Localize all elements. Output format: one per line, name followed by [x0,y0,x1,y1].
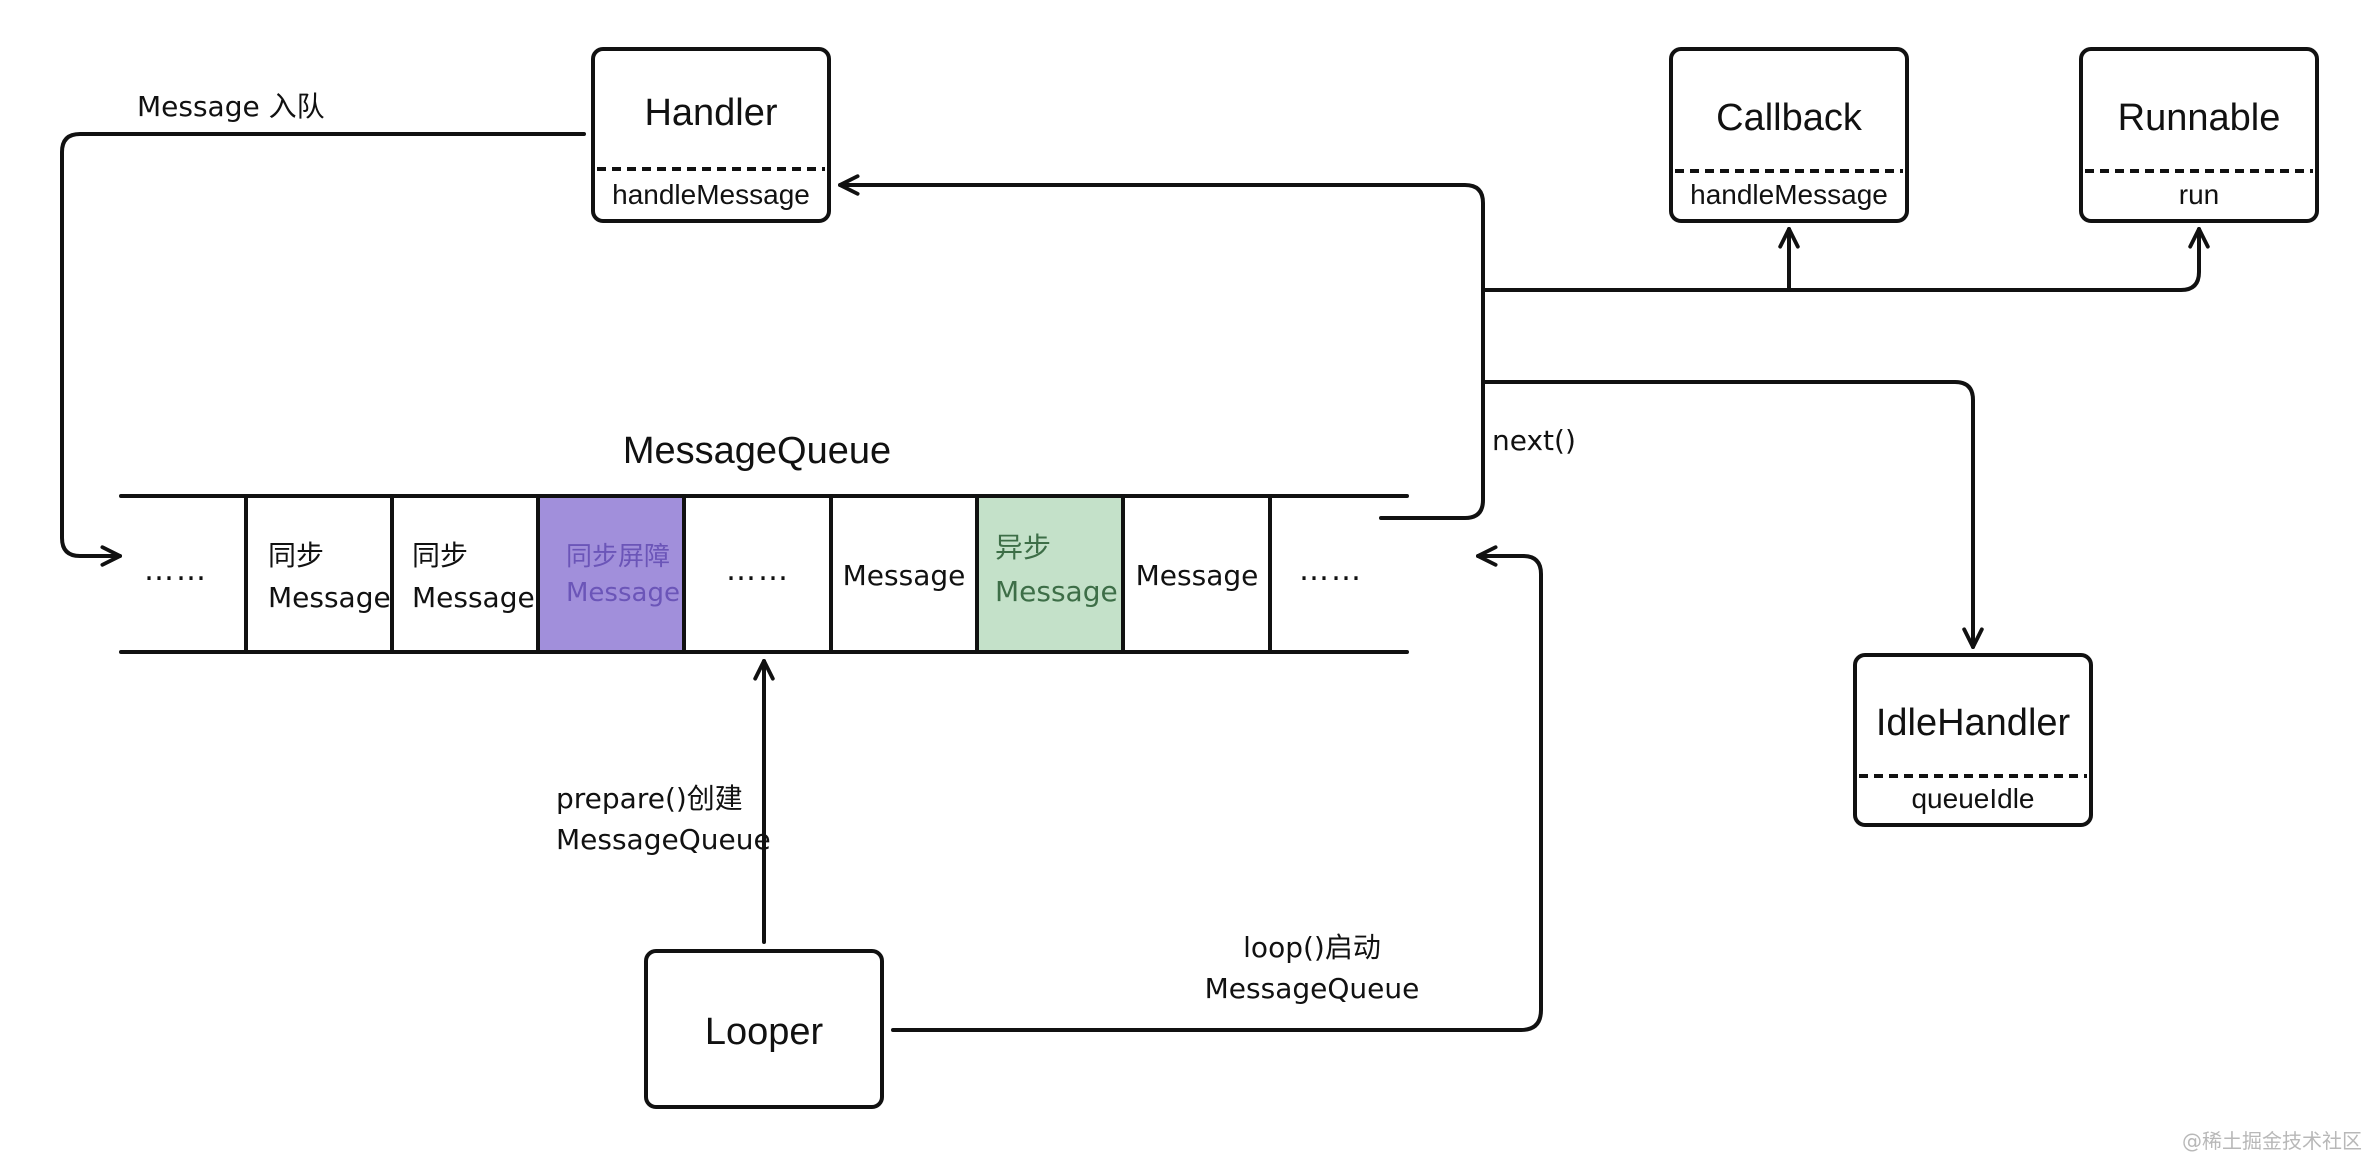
queue-cell-ellipsis: …… [1299,553,1363,588]
handler-title: Handler [644,92,777,134]
next-label: next() [1492,424,1576,457]
queue-cell-barrier-line1: 同步屏障 [566,542,670,572]
runnable-method: run [2179,179,2219,210]
queue-cell-async-line2: Message [995,575,1118,608]
looper-node: Looper [644,949,884,1109]
watermark-text: @稀土掘金技术社区 [2182,1129,2362,1153]
async-cell-fill [977,496,1123,652]
next-to-idle-handler-edge [1481,380,1984,649]
handler-box [591,47,831,223]
idle-handler-method: queueIdle [1911,783,2034,814]
loop-edge [891,545,1543,1032]
queue-cell-ellipsis: …… [144,553,208,588]
barrier-cell-fill [538,496,684,652]
callback-method: handleMessage [1690,179,1888,210]
queue-cell-sync-line2: Message [412,581,535,614]
idle-handler-title: IdleHandler [1876,702,2071,744]
looper-title: Looper [705,1011,824,1053]
idle-handler-node: IdleHandler queueIdle [1853,653,2093,827]
loop-label-line1: loop()启动 [1243,931,1381,964]
enqueue-label: Message 入队 [137,90,325,123]
message-queue-title: MessageQueue [623,430,891,472]
next-to-handler-edge [838,174,1485,520]
runnable-box [2079,47,2319,223]
callback-title: Callback [1716,97,1863,139]
queue-cell-ellipsis: …… [726,553,790,588]
looper-box [644,949,884,1109]
handler-node: Handler handleMessage [591,47,831,223]
prepare-label-line2: MessageQueue [556,823,771,856]
queue-cell-async-line1: 异步 [995,531,1051,564]
queue-cell-sync-line1: 同步 [412,539,468,572]
runnable-title: Runnable [2118,97,2281,139]
runnable-node: Runnable run [2079,47,2319,223]
queue-cell-barrier-line2: Message [566,578,680,608]
loop-label-line2: MessageQueue [1205,972,1420,1005]
handler-method: handleMessage [612,179,810,210]
prepare-label-line1: prepare()创建 [556,782,743,815]
callback-node: Callback handleMessage [1669,47,1909,223]
queue-cell-message: Message [1136,559,1259,592]
callback-box [1669,47,1909,223]
next-to-runnable-edge [1481,227,2210,292]
queue-cell-sync-line2: Message [268,581,391,614]
queue-cell-sync-line1: 同步 [268,539,324,572]
message-queue: …… 同步 Message 同步 Message 同步屏障 Message ……… [119,494,1409,654]
idle-handler-box [1853,653,2093,827]
enqueue-edge [60,132,586,567]
queue-cell-message: Message [843,559,966,592]
